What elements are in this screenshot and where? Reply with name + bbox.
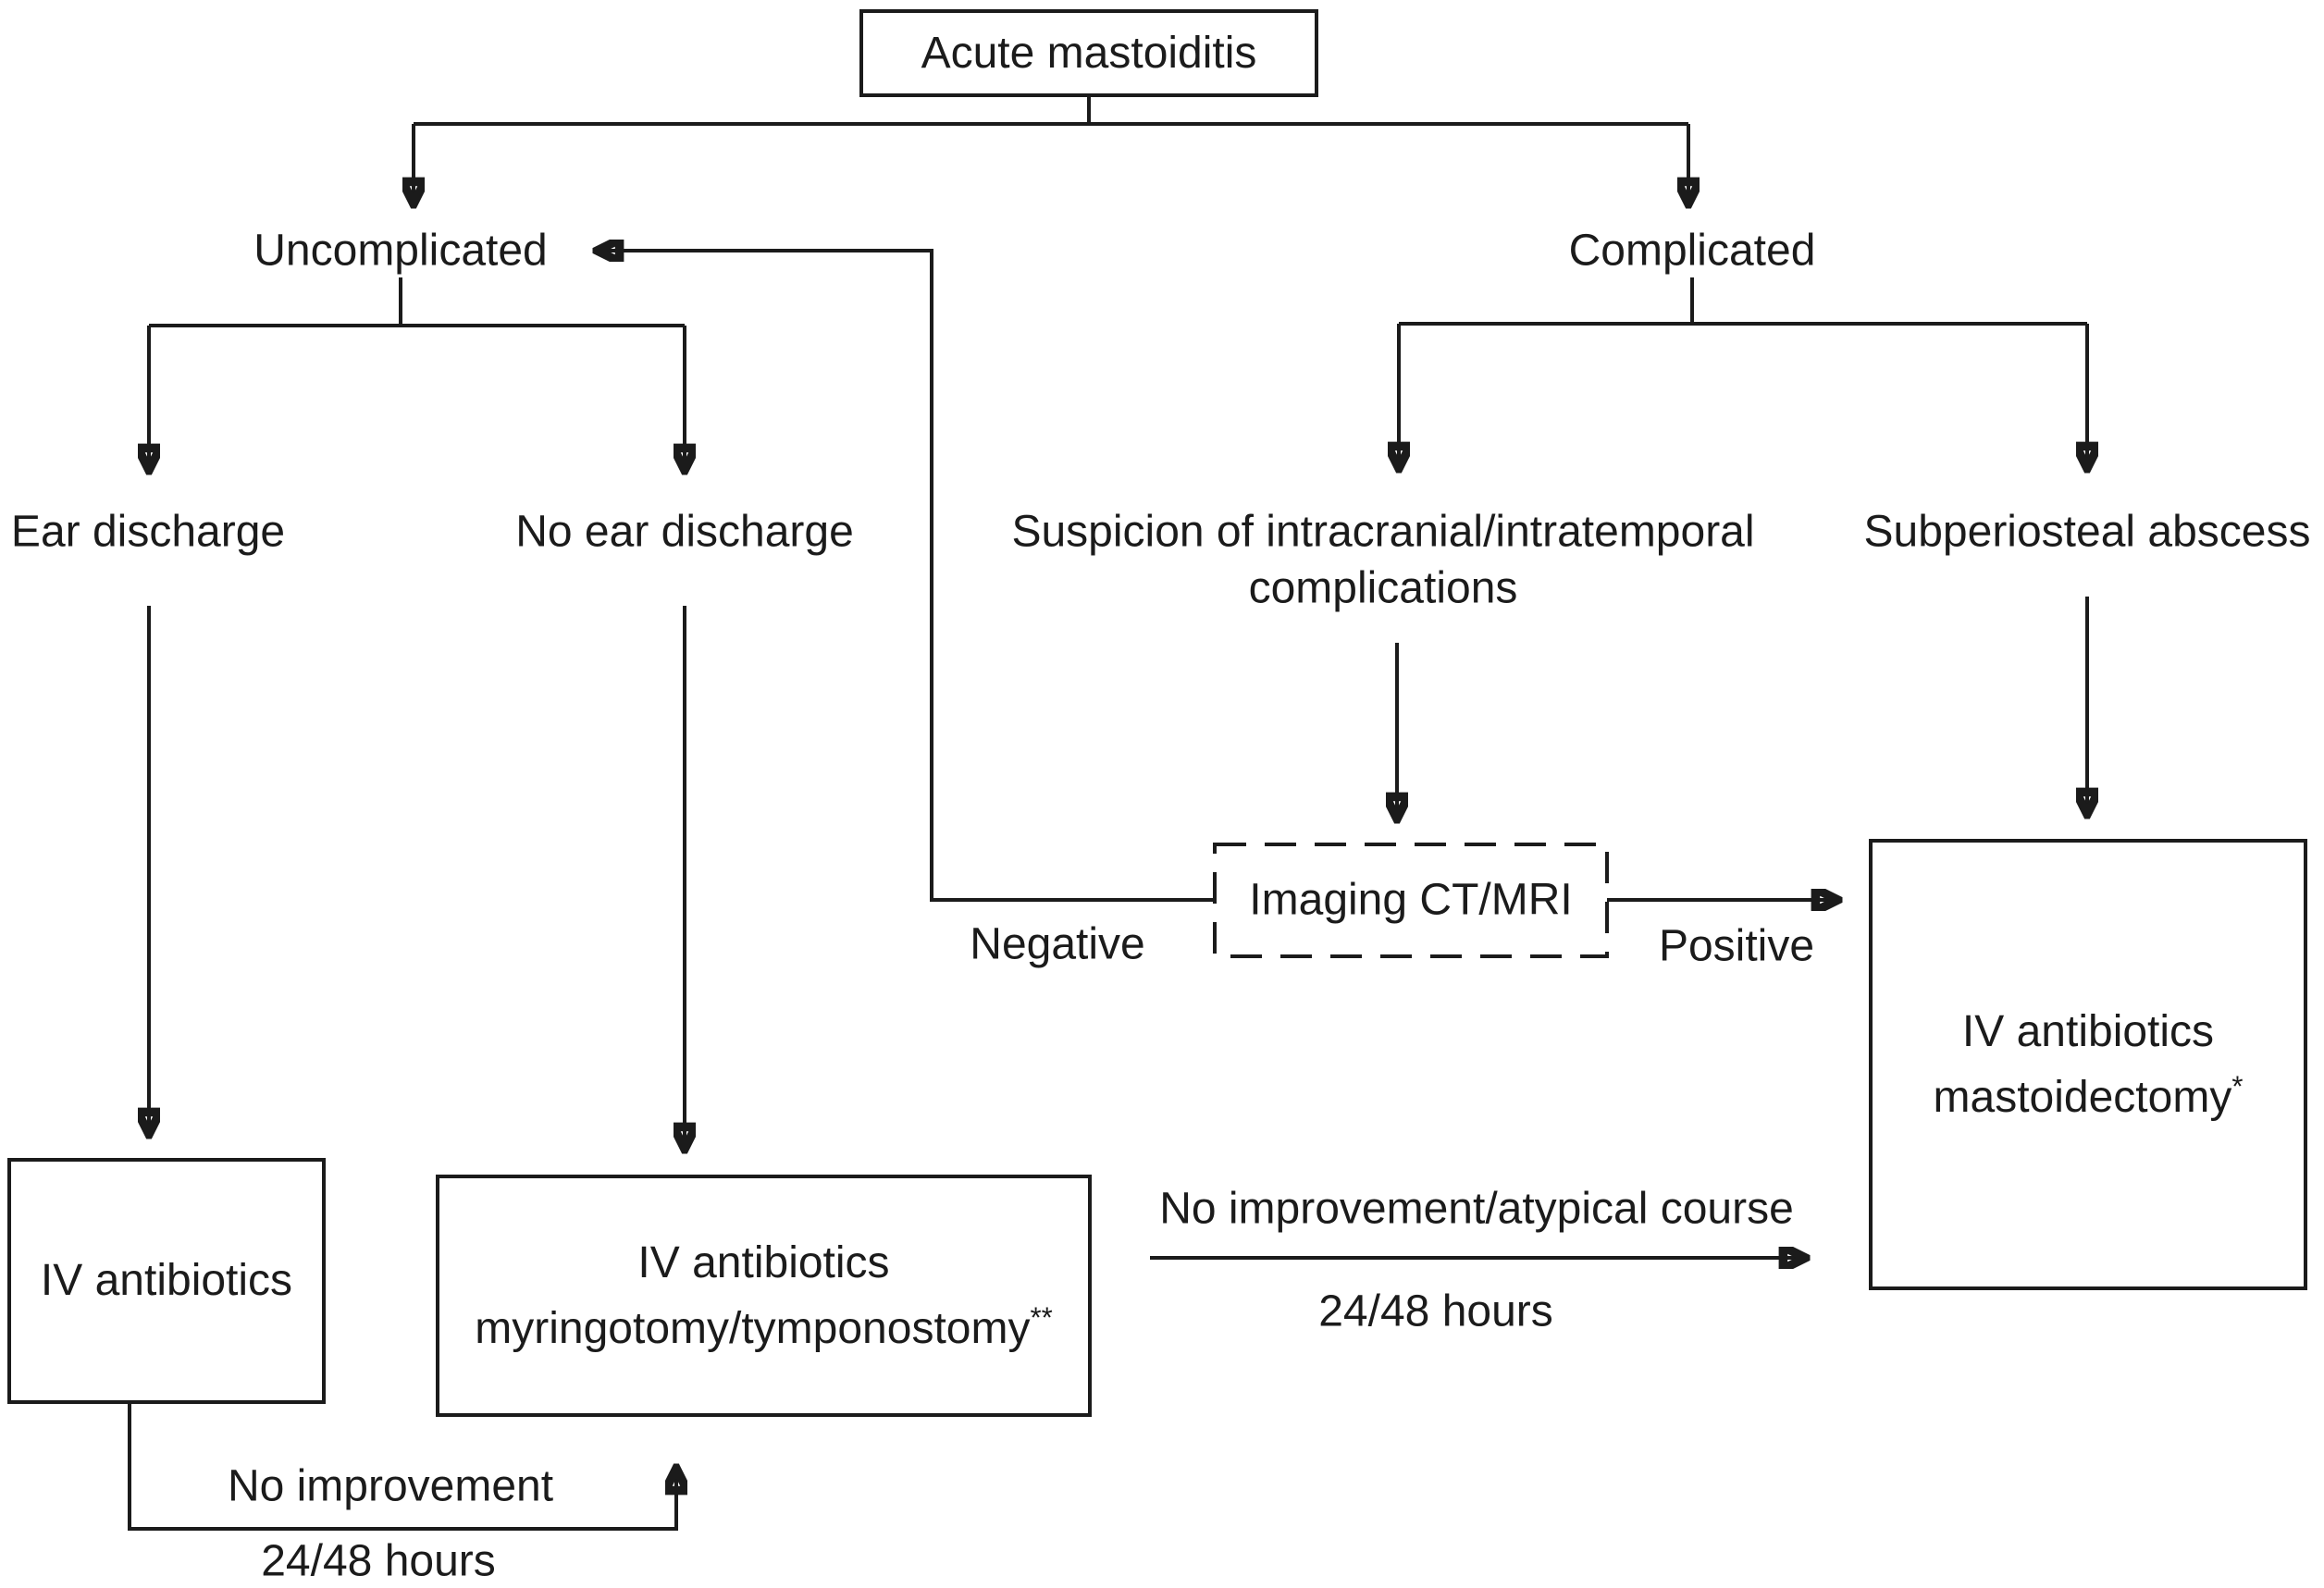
node-acute-mastoiditis: Acute mastoiditis [859,9,1318,97]
myringotomy-footnote-marker: ** [1030,1301,1053,1334]
connector-no-improvement-loop [128,1404,676,1531]
node-suspicion-line2: complications [1248,564,1518,613]
node-iv-mastoidectomy-line2: mastoidectomy* [1933,1070,2244,1122]
edge-label-positive: Positive [1658,921,1815,971]
edge-label-no-improvement: No improvement [227,1461,554,1511]
node-iv-mastoidectomy: IV antibiotics mastoidectomy* [1869,839,2307,1290]
node-iv-antibiotics-label: IV antibiotics [40,1256,293,1306]
node-uncomplicated: Uncomplicated [253,226,548,276]
node-acute-mastoiditis-label: Acute mastoiditis [921,28,1257,78]
mastoidectomy-footnote-marker: * [2231,1070,2244,1102]
node-suspicion-line1: Suspicion of intracranial/intratemporal [1011,507,1755,557]
edge-label-atypical-hours: 24/48 hours [1318,1286,1553,1336]
node-iv-myringotomy-line1: IV antibiotics [637,1237,890,1287]
node-iv-myringotomy: IV antibiotics myringotomy/tymponostomy*… [436,1175,1092,1417]
node-suspicion: Suspicion of intracranial/intratemporal … [1011,504,1754,618]
node-no-ear-discharge: No ear discharge [515,507,854,557]
node-iv-mastoidectomy-line1: IV antibiotics [1961,1006,2215,1056]
edge-label-atypical-course: No improvement/atypical course [1159,1184,1794,1234]
node-ear-discharge: Ear discharge [10,507,286,557]
connector-negative-feedback [600,251,1215,902]
node-complicated: Complicated [1568,226,1816,276]
edge-label-no-improvement-hours: 24/48 hours [261,1536,496,1586]
edge-label-negative: Negative [970,919,1145,969]
node-imaging-ct-mri: Imaging CT/MRI [1249,875,1573,925]
node-subperiosteal-abscess: Subperiosteal abscess [1863,507,2311,557]
node-iv-antibiotics: IV antibiotics [7,1158,326,1404]
node-iv-myringotomy-line2: myringotomy/tymponostomy** [475,1301,1053,1353]
